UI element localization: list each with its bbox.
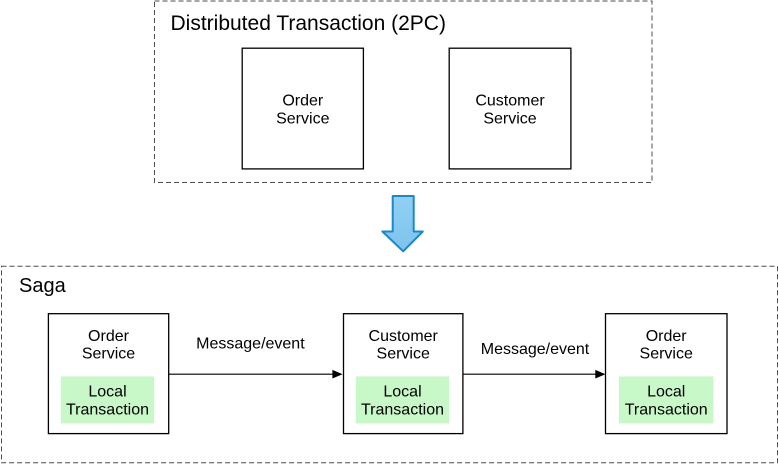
svg-text:Saga: Saga: [19, 275, 67, 297]
svg-text:Order: Order: [88, 328, 130, 345]
svg-text:Service: Service: [82, 345, 135, 362]
svg-text:Customer: Customer: [475, 92, 545, 109]
svg-text:Local: Local: [383, 383, 421, 400]
svg-text:Service: Service: [640, 345, 693, 362]
svg-text:Service: Service: [483, 110, 536, 127]
svg-text:Local: Local: [88, 383, 126, 400]
svg-text:Service: Service: [276, 110, 329, 127]
svg-text:Transaction: Transaction: [361, 401, 444, 418]
svg-text:Customer: Customer: [369, 328, 439, 345]
svg-text:Local: Local: [647, 383, 685, 400]
svg-text:Message/event: Message/event: [196, 335, 305, 352]
svg-text:Service: Service: [377, 345, 430, 362]
svg-text:Order: Order: [646, 328, 688, 345]
svg-text:Order: Order: [282, 92, 324, 109]
svg-text:Transaction: Transaction: [66, 401, 149, 418]
svg-text:Transaction: Transaction: [625, 401, 708, 418]
svg-text:Distributed Transaction (2PC): Distributed Transaction (2PC): [171, 12, 446, 35]
svg-text:Message/event: Message/event: [481, 341, 590, 358]
